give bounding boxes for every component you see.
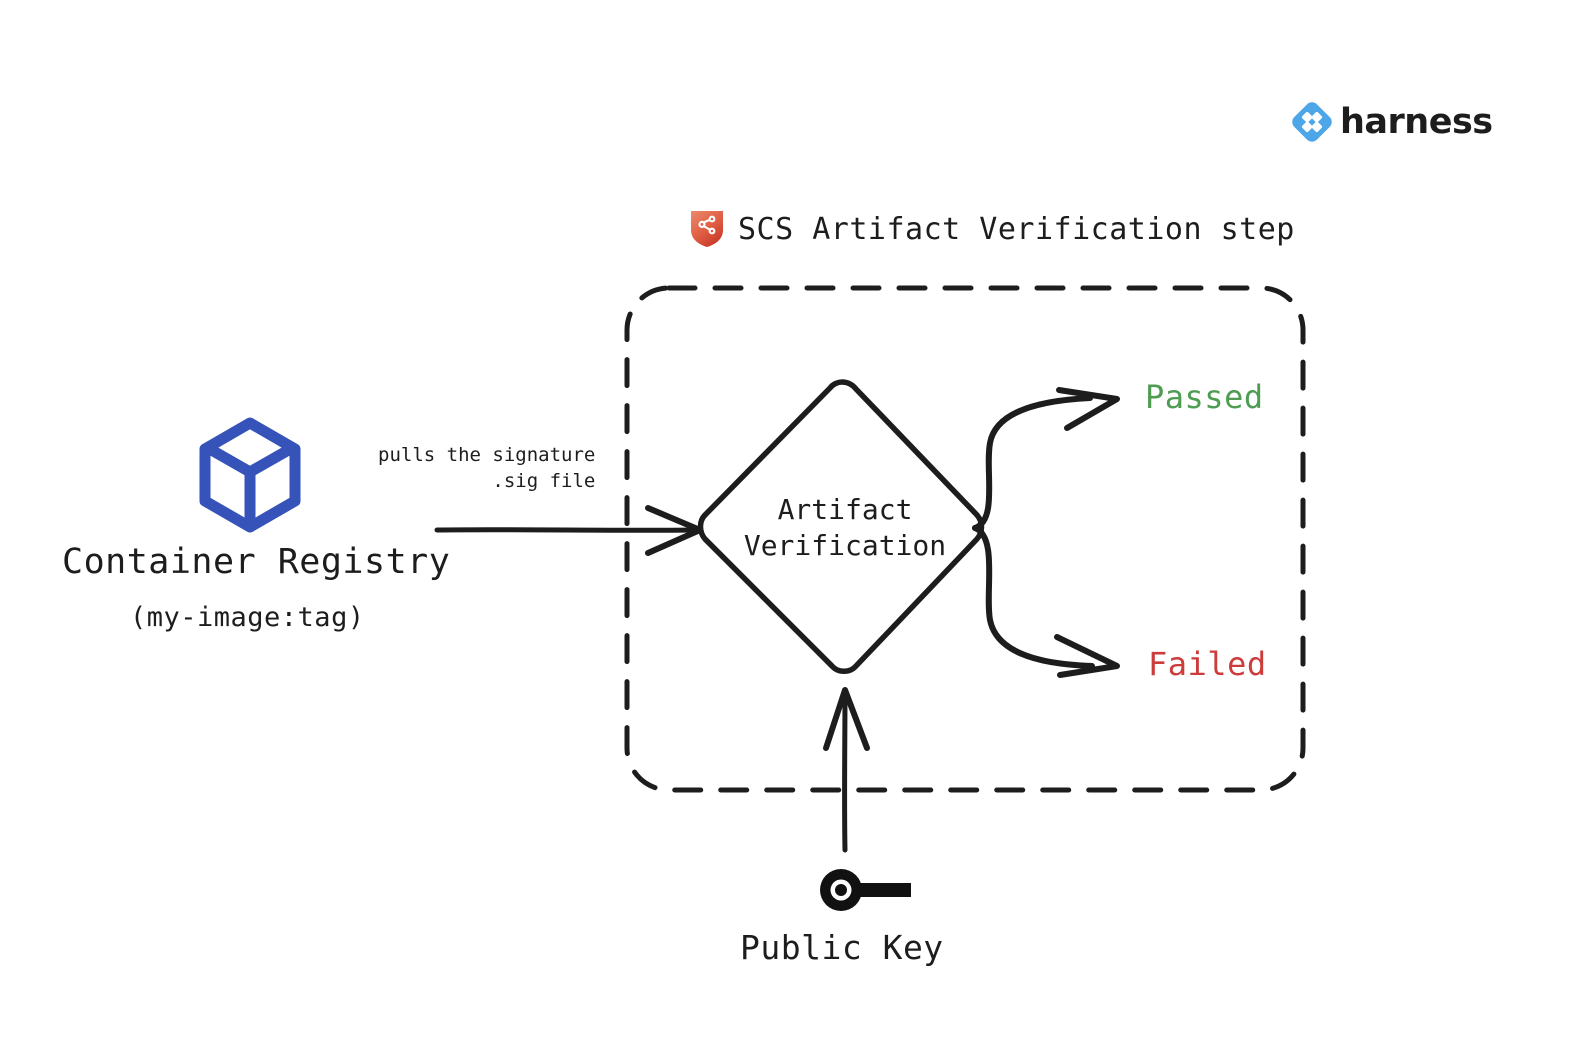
verification-line1: Artifact xyxy=(777,493,913,526)
scs-shield-icon xyxy=(691,211,723,247)
edge-verification-to-passed xyxy=(972,387,1120,531)
public-key-title: Public Key xyxy=(740,928,944,967)
container-registry-subtitle: (my-image:tag) xyxy=(130,602,365,633)
artifact-verification-diamond xyxy=(697,379,985,674)
harness-diamond-logo-icon xyxy=(1292,102,1332,142)
scs-step-title: SCS Artifact Verification step xyxy=(690,210,1295,248)
verification-line2: Verification xyxy=(743,529,947,562)
key-icon xyxy=(820,869,911,911)
pull-signature-annotation: pulls the signature .sig file xyxy=(378,442,595,494)
pull-annotation-line2: .sig file xyxy=(492,470,596,492)
pull-annotation-line1: pulls the signature xyxy=(378,444,596,466)
scs-step-boundary xyxy=(624,285,1306,793)
container-cube-icon xyxy=(199,417,301,533)
harness-wordmark: harness xyxy=(1340,101,1493,142)
outcome-failed-label: Failed xyxy=(1148,645,1267,683)
edge-registry-to-verification xyxy=(434,505,703,556)
container-registry-title: Container Registry xyxy=(62,542,451,582)
scs-step-title-text: SCS Artifact Verification step xyxy=(738,211,1295,247)
outcome-passed-label: Passed xyxy=(1145,378,1264,416)
edge-publickey-to-verification xyxy=(823,687,870,853)
harness-logo: harness xyxy=(1290,100,1493,144)
edge-verification-to-failed xyxy=(972,525,1120,678)
